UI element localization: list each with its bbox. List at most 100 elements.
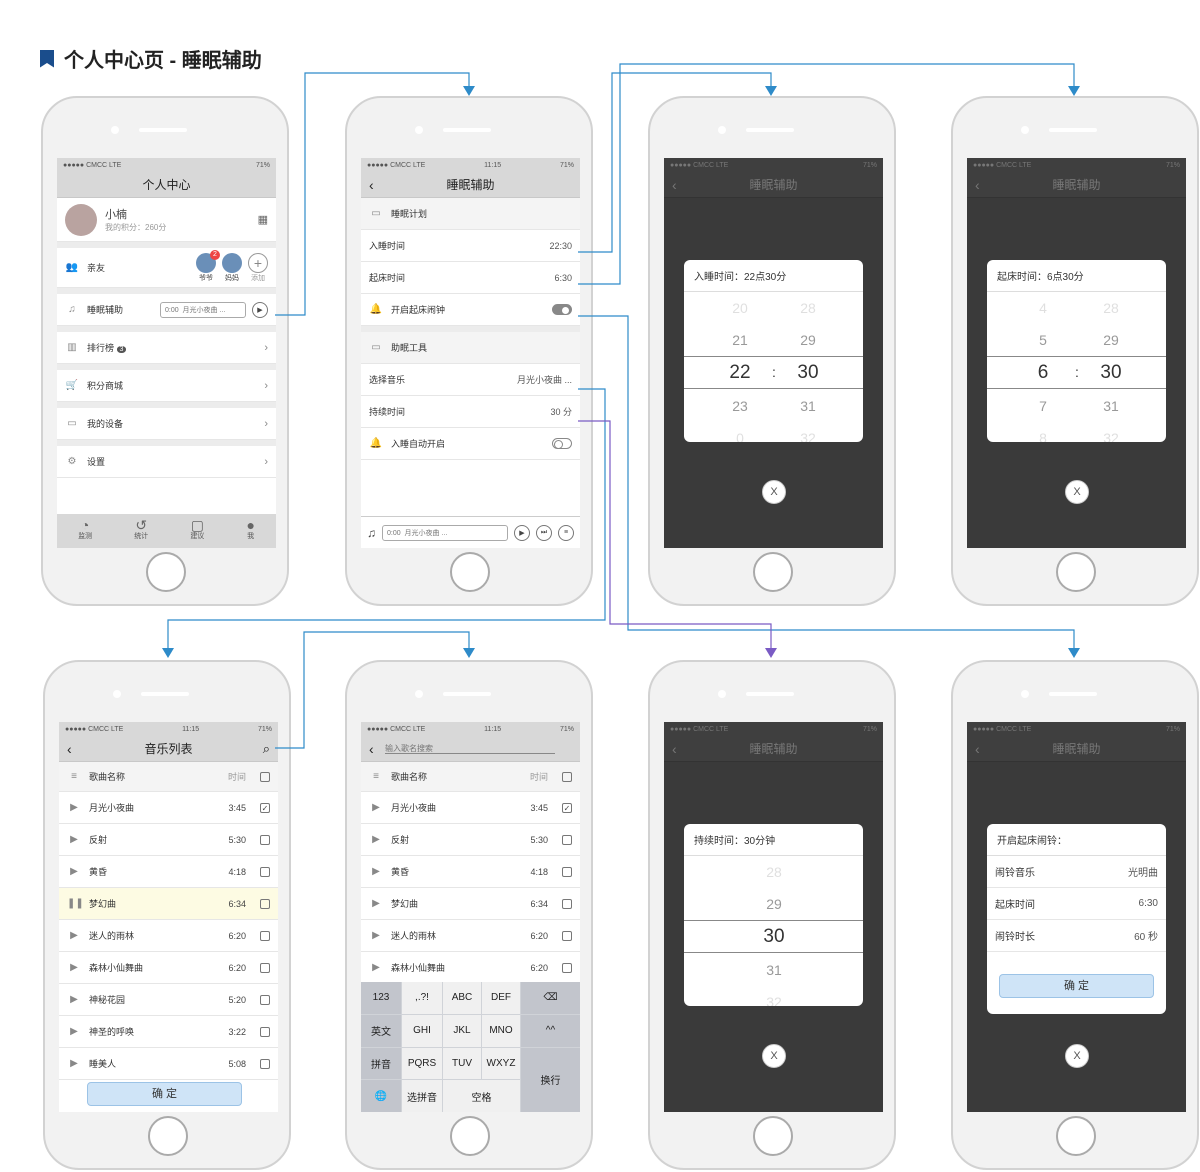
auto-start-row[interactable]: 🔔入睡自动开启 <box>361 428 580 460</box>
alarm-toggle[interactable] <box>552 304 572 315</box>
checkbox[interactable] <box>260 1026 270 1037</box>
play-icon[interactable]: ▶ <box>372 898 380 909</box>
tab-stats[interactable]: ↺统计 <box>134 517 149 540</box>
key[interactable]: 123 <box>361 982 401 1014</box>
add-family-button[interactable]: + <box>248 252 268 273</box>
alarm-row[interactable]: 🔔开启起床闹钟 <box>361 294 580 326</box>
play-icon[interactable]: ▶ <box>372 802 380 813</box>
next-icon[interactable]: ⏭ <box>536 524 552 541</box>
close-button[interactable]: X <box>1065 480 1089 504</box>
key[interactable]: PQRS <box>402 1047 442 1080</box>
checkbox[interactable] <box>260 1058 270 1069</box>
family-row[interactable]: 👥 亲友 2 爷爷 妈妈 + 添加 <box>57 248 276 288</box>
confirm-button[interactable]: 确 定 <box>999 974 1154 998</box>
tab-advice[interactable]: ▢建议 <box>190 517 205 540</box>
key[interactable]: ABC <box>443 982 481 1014</box>
key[interactable]: DEF <box>482 982 520 1014</box>
duration-selected[interactable]: 30 <box>763 926 785 947</box>
play-icon[interactable]: ▶ <box>70 994 78 1005</box>
list-icon[interactable]: ≡ <box>558 524 574 541</box>
key[interactable]: GHI <box>402 1014 442 1047</box>
play-icon[interactable]: ▶ <box>70 802 78 813</box>
play-icon[interactable]: ▶ <box>514 524 530 541</box>
qrcode-icon[interactable]: ▦ <box>257 214 268 226</box>
tab-me[interactable]: ●我 <box>246 517 255 540</box>
space-key[interactable]: 空格 <box>443 1080 520 1112</box>
music-row[interactable]: 选择音乐月光小夜曲 ... <box>361 364 580 396</box>
back-icon[interactable]: ‹ <box>67 740 72 757</box>
play-icon[interactable]: ▶ <box>372 834 380 845</box>
play-icon[interactable]: ▶ <box>252 301 268 318</box>
key[interactable]: TUV <box>443 1047 481 1080</box>
avatar-mom[interactable] <box>222 252 242 273</box>
key[interactable]: ^^ <box>521 1014 580 1047</box>
back-icon[interactable]: ‹ <box>369 176 374 193</box>
play-icon[interactable]: ▶ <box>70 930 78 941</box>
checkbox[interactable] <box>260 866 270 877</box>
checkbox[interactable] <box>260 930 270 941</box>
play-icon[interactable]: ❚❚ <box>67 898 84 909</box>
alarm-music-row[interactable]: 闹铃音乐光明曲 <box>987 856 1166 888</box>
return-key[interactable]: 换行 <box>521 1047 580 1112</box>
menu-points-mall[interactable]: 🛒积分商城› <box>57 370 276 402</box>
checkbox[interactable]: ✓ <box>260 802 270 813</box>
checkbox[interactable] <box>562 930 572 941</box>
play-icon[interactable]: ▶ <box>70 962 78 973</box>
menu-settings[interactable]: ⚙设置› <box>57 446 276 478</box>
globe-icon[interactable]: 🌐 <box>361 1080 401 1112</box>
play-icon[interactable]: ▶ <box>70 1026 78 1037</box>
menu-my-devices[interactable]: ▭我的设备› <box>57 408 276 440</box>
checkbox[interactable] <box>562 962 572 973</box>
minute-selected[interactable]: 30 <box>1100 362 1122 383</box>
play-icon[interactable]: ▶ <box>372 962 380 973</box>
search-icon[interactable]: ⌕ <box>262 740 270 756</box>
back-icon[interactable]: ‹ <box>369 740 374 757</box>
search-input[interactable] <box>385 743 555 754</box>
play-icon[interactable]: ▶ <box>372 930 380 941</box>
checkbox[interactable] <box>260 962 270 973</box>
checkbox[interactable] <box>562 898 572 909</box>
minute-selected[interactable]: 30 <box>797 362 819 383</box>
confirm-button[interactable]: 确 定 <box>87 1082 242 1106</box>
sleep-assist-row[interactable]: ♫ 睡眠辅助 0:00 月光小夜曲 ... ▶ <box>57 294 276 326</box>
checkbox[interactable] <box>260 898 270 909</box>
key[interactable]: 拼音 <box>361 1047 401 1080</box>
backspace-key[interactable]: ⌫ <box>521 982 580 1014</box>
menu-ranking[interactable]: ▥排行榜 3› <box>57 332 276 364</box>
checkbox[interactable]: ✓ <box>562 802 572 813</box>
key[interactable]: 选拼音 <box>402 1080 442 1112</box>
user-profile[interactable]: 小楠我的积分：260分 ▦ <box>57 198 276 242</box>
key[interactable]: MNO <box>482 1014 520 1047</box>
checkbox[interactable] <box>260 834 270 845</box>
key[interactable]: WXYZ <box>482 1047 520 1080</box>
close-button[interactable]: X <box>1065 1044 1089 1068</box>
tab-monitor[interactable]: ◔监测 <box>78 517 93 540</box>
key[interactable]: JKL <box>443 1014 481 1047</box>
play-icon[interactable]: ▶ <box>70 866 78 877</box>
close-button[interactable]: X <box>762 480 786 504</box>
play-icon[interactable]: ▶ <box>372 866 380 877</box>
checkbox[interactable] <box>260 994 270 1005</box>
play-icon[interactable]: ▶ <box>70 1058 78 1069</box>
key[interactable]: ,.?! <box>402 982 442 1014</box>
checkbox[interactable] <box>562 834 572 845</box>
